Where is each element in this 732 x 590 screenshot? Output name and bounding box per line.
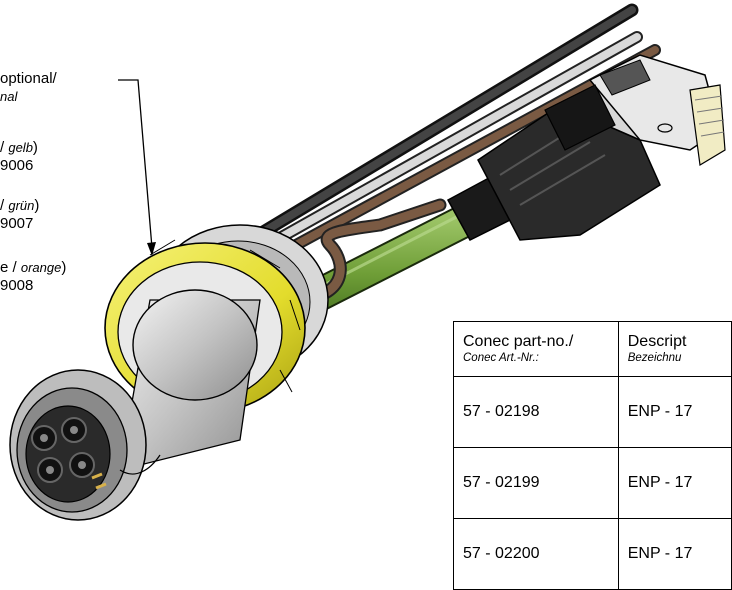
callout-green-code: 9007	[0, 215, 34, 232]
wire-black	[243, 3, 639, 247]
callout-green-en: /	[0, 197, 9, 214]
callout-yellow-de: gelb	[8, 140, 33, 155]
table-row: 57 - 02199 ENP - 17	[453, 447, 732, 519]
cell-part-no: 57 - 02199	[453, 447, 619, 519]
callout-orange-en: e /	[0, 259, 21, 276]
cell-part-no: 57 - 02198	[453, 376, 619, 448]
cell-part-no: 57 - 02200	[453, 518, 619, 590]
callout-green-de: grün	[8, 198, 35, 213]
metal-receptacle	[9, 289, 261, 521]
callout-optional-line2: nal	[0, 89, 18, 104]
callout-yellow-close: )	[32, 139, 38, 156]
table-row: 57 - 02198 ENP - 17	[453, 376, 732, 448]
callout-orange-code: 9008	[0, 277, 34, 294]
callout-orange-close: )	[61, 259, 67, 276]
callout-optional: optional/ nal	[0, 70, 57, 106]
callout-yellow-code: 9006	[0, 157, 34, 174]
header-part-no-label: Conec part-no./	[463, 333, 574, 350]
rj45-plug	[446, 54, 726, 241]
callout-optional-line1: optional/	[0, 70, 57, 87]
callout-green: / grün) 9007	[0, 197, 39, 233]
wire-brown-loop	[293, 198, 447, 307]
cell-description: ENP - 17	[617, 518, 732, 590]
header-description-label: Descript	[627, 333, 687, 350]
parts-table: Conec part-no./ Conec Art.-Nr.: Descript…	[453, 321, 732, 590]
header-description: Descript Bezeichnu	[617, 321, 732, 377]
connector-illustration	[9, 3, 726, 521]
header-part-no-sub: Conec Art.-Nr.:	[463, 352, 539, 364]
callout-yellow-en: /	[0, 139, 9, 156]
table-header-row: Conec part-no./ Conec Art.-Nr.: Descript…	[453, 321, 732, 377]
cell-description: ENP - 17	[617, 447, 732, 519]
wire-gray	[256, 31, 643, 254]
header-part-no: Conec part-no./ Conec Art.-Nr.:	[453, 321, 619, 377]
callout-orange: e / orange) 9008	[0, 259, 66, 295]
callout-orange-de: orange	[20, 260, 62, 275]
table-row: 57 - 02200 ENP - 17	[453, 518, 732, 590]
cell-description: ENP - 17	[617, 376, 732, 448]
header-description-sub: Bezeichnu	[627, 352, 682, 364]
callout-yellow: / gelb) 9006	[0, 139, 38, 175]
callout-green-close: )	[34, 197, 40, 214]
leader-line	[118, 79, 156, 256]
